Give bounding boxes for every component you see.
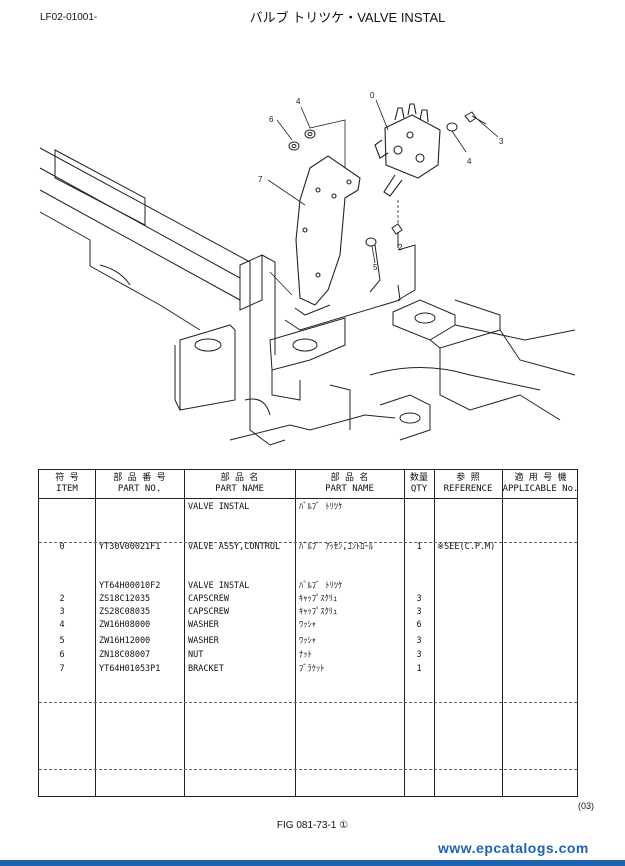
cell-qty: 1 [416, 664, 422, 674]
col-divider [434, 470, 435, 796]
callout-6: 6 [269, 115, 274, 124]
cell-part-name-jp: ｷｬｯﾌﾟｽｸﾘｭ [299, 607, 338, 617]
cell-item: 6 [59, 650, 65, 660]
header-divider [39, 498, 577, 499]
figure-number: FIG 081-73-1 ① [276, 820, 349, 831]
callout-4-right: 4 [467, 157, 472, 166]
callout-numbers: 0 2 3 4 4 5 6 7 [258, 91, 504, 272]
fasteners [288, 111, 487, 248]
cell-part-no: ZW16H12000 [99, 636, 151, 646]
row-divider [39, 542, 577, 543]
cell-part-no: ZS18C12035 [99, 594, 151, 604]
cell-part-name-en: WASHER [188, 620, 219, 630]
cell-part-no: YT64H00010F2 [99, 581, 161, 591]
cell-part-name-jp: ｷｬｯﾌﾟｽｸﾘｭ [299, 594, 338, 604]
cell-reference: ※SEE(C.P.M) [437, 542, 496, 552]
page-title-text: バルブ トリツケ・VALVE INSTAL [249, 10, 446, 25]
bracket-part [295, 155, 361, 306]
document-code: LF02-01001- [40, 12, 98, 23]
cell-item: 4 [59, 620, 65, 630]
cell-qty: 3 [416, 650, 422, 660]
col-divider [184, 470, 185, 796]
cell-part-name-jp: ﾅｯﾄ [299, 650, 312, 660]
exploded-view-drawing: 0 2 3 4 4 5 6 7 [39, 91, 576, 446]
frame-center-plate [269, 244, 416, 401]
cell-part-name-jp: ﾊﾞﾙﾌﾞ ﾄﾘﾂｹ [299, 502, 343, 512]
footer-bar [0, 860, 625, 866]
col-divider [502, 470, 503, 796]
cell-item: 5 [59, 636, 65, 646]
cell-qty: 1 [416, 542, 422, 552]
cell-part-no: ZS28C08035 [99, 607, 151, 617]
cell-part-no: ZN18C08007 [99, 650, 151, 660]
cell-part-name-en: VALVE INSTAL [188, 581, 250, 591]
cell-part-name-en: WASHER [188, 636, 219, 646]
frame-lower [229, 367, 561, 441]
cell-part-name-en: CAPSCREW [188, 594, 229, 604]
frame-left-rail [39, 147, 251, 331]
cell-qty: 3 [416, 594, 422, 604]
callout-5: 5 [373, 263, 378, 272]
page-title: バルブ トリツケ・VALVE INSTAL [0, 7, 625, 26]
callout-4-left: 4 [296, 97, 301, 106]
cell-part-no: YT64H01053P1 [99, 664, 161, 674]
cell-item: 0 [59, 542, 65, 552]
frame-right-plate [392, 299, 576, 411]
cell-item: 3 [59, 607, 65, 617]
col-divider [95, 470, 96, 796]
cell-qty: 3 [416, 636, 422, 646]
cell-part-no: ZW16H08000 [99, 620, 151, 630]
callout-0: 0 [370, 91, 375, 100]
cell-part-name-jp: ﾊﾞﾙﾌﾞ ﾄﾘﾂｹ [299, 581, 343, 591]
cell-part-name-jp: ﾊﾞﾙﾌﾞ ｱｯｾﾝ,ｺﾝﾄﾛｰﾙ [299, 542, 373, 552]
leader-lines [267, 99, 499, 296]
cell-qty: 3 [416, 607, 422, 617]
cell-part-name-jp: ﾌﾞﾗｹｯﾄ [299, 664, 325, 674]
callout-7: 7 [258, 175, 263, 184]
col-divider [404, 470, 405, 796]
col-divider [295, 470, 296, 796]
callout-2: 2 [398, 243, 403, 252]
page-number: (03) [578, 801, 595, 811]
cell-part-name-en: NUT [188, 650, 204, 660]
row-divider [39, 769, 577, 770]
row-divider [39, 702, 577, 703]
cell-item: 7 [59, 664, 65, 674]
cell-item: 2 [59, 594, 65, 604]
cell-part-name-en: CAPSCREW [188, 607, 229, 617]
control-valve-part [374, 103, 441, 197]
cell-part-name-en: VALVE ASSY,CONTROL [188, 542, 281, 552]
frame-posts [174, 254, 286, 446]
cell-part-name-jp: ﾜｯｼｬ [299, 620, 317, 630]
cell-part-name-jp: ﾜｯｼｬ [299, 636, 317, 646]
cell-part-name-en: BRACKET [188, 664, 224, 674]
cell-part-no: YT30V00021F1 [99, 542, 161, 552]
callout-3: 3 [499, 137, 504, 146]
cell-qty: 6 [416, 620, 422, 630]
cell-part-name-en: VALVE INSTAL [188, 502, 250, 512]
watermark-link[interactable]: www.epcatalogs.com [438, 840, 589, 856]
